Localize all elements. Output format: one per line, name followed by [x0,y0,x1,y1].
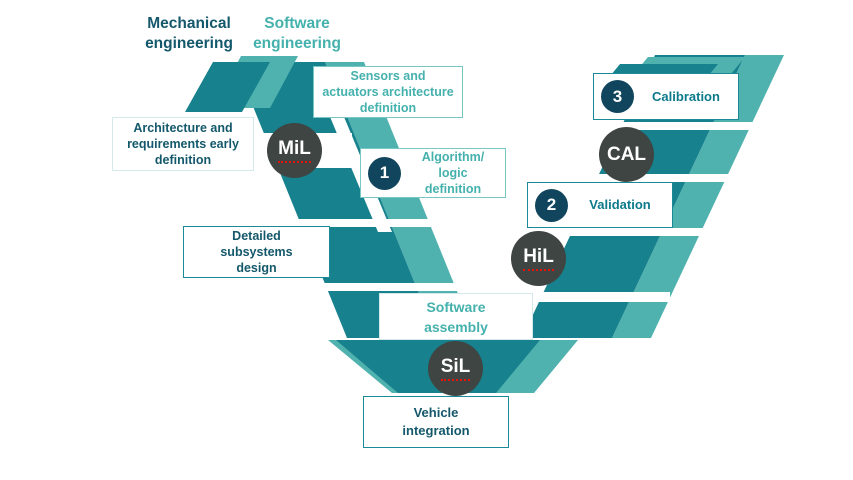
box-label-line: subsystems [220,245,293,259]
mil-loop-badge: MiL [267,123,322,178]
box-label-line: actuators architecture [322,85,454,99]
mechanical-engineering-title: Mechanical engineering [131,14,247,54]
title-line: Mechanical [147,15,231,32]
algorithm-logic-definition-box: 1 Algorithm/ logic definition [360,148,506,198]
box-label-line: requirements early [127,137,239,151]
badge-label: CAL [606,143,647,165]
box-label: Calibration [652,88,720,104]
badge-label: SiL [440,356,471,381]
software-engineering-title: Software engineering [239,14,355,54]
title-line: engineering [145,35,233,52]
box-label-line: assembly [424,318,488,335]
box-label-line: Software [426,298,486,315]
badge-label: MiL [278,138,311,163]
detailed-subsystems-design-box: Detailed subsystems design [183,226,330,278]
ribbon-gap [283,219,433,227]
ribbon-gap [318,283,463,291]
sil-loop-badge: SiL [428,341,483,396]
box-label-line: logic [438,166,468,180]
step-1-number-badge: 1 [368,156,401,190]
step-2-number-badge: 2 [535,188,568,222]
software-assembly-box: Software assembly [379,293,533,340]
box-label-line: integration [402,423,470,438]
box-label-line: Architecture and [133,121,233,135]
box-label-line: definition [424,182,482,196]
vehicle-integration-box: Vehicle integration [363,396,509,448]
box-label-line: definition [359,101,417,115]
architecture-requirements-box: Architecture and requirements early defi… [112,117,254,171]
box-label: Validation [589,197,651,212]
sensors-actuators-definition-box: Sensors and actuators architecture defin… [313,66,463,118]
hil-loop-badge: HiL [511,231,566,286]
box-label-line: design [236,261,277,275]
title-line: engineering [253,35,341,52]
box-label: Algorithm/ logic definition [401,149,505,197]
cal-loop-badge: CAL [599,127,654,182]
ribbon-gap [528,228,703,236]
step-3-number-badge: 3 [601,80,634,113]
validation-box: 2 Validation [527,182,673,228]
calibration-box: 3 Calibration [593,73,739,120]
box-label-line: Detailed [232,229,281,243]
ribbon-gap [505,292,670,302]
badge-label: HiL [523,246,554,271]
box-label-line: definition [154,153,212,167]
box-label-line: Sensors and [350,69,426,83]
box-label-line: Algorithm/ [421,150,485,164]
ribbon-gap [565,122,760,130]
title-line: Software [264,15,330,32]
box-label-line: Vehicle [413,405,459,420]
